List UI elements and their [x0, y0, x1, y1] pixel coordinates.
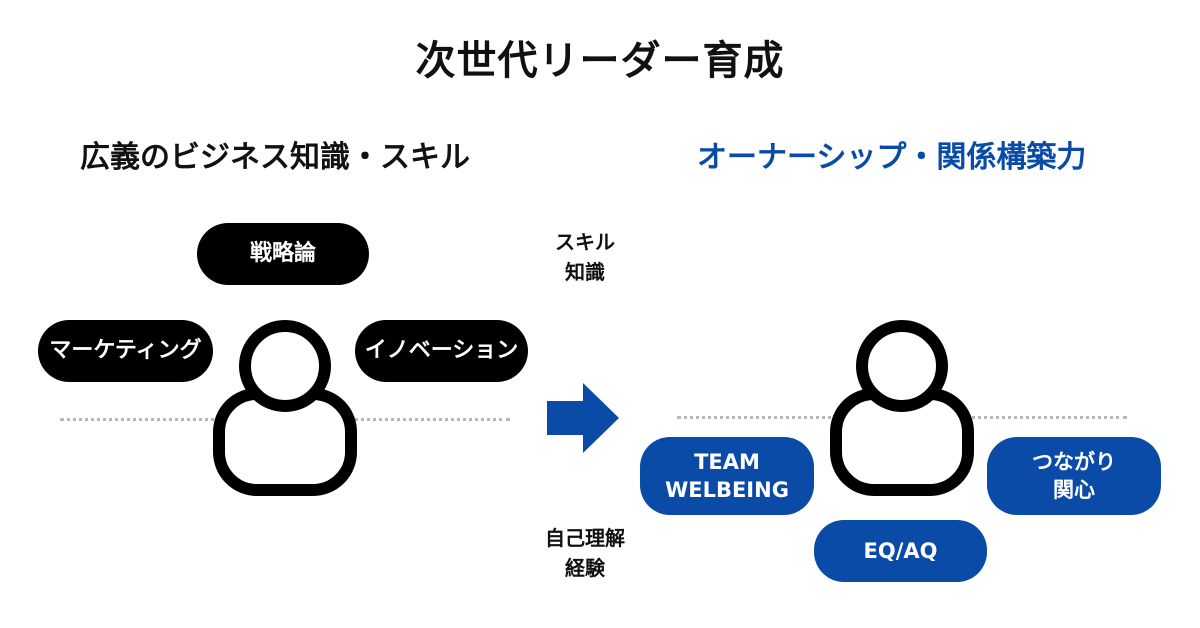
person-icon [830, 320, 974, 496]
pill-strategy-label: 戦略論 [249, 241, 316, 267]
pill-tsunagari: つながり 関心 [987, 437, 1161, 515]
pill-innovation-label: イノベーション [364, 338, 519, 364]
skill-text: スキル [555, 230, 615, 254]
pill-innovation: イノベーション [355, 320, 528, 382]
pill-team-wellbeing: TEAM WELBEING [640, 437, 814, 515]
right-heading: オーナーシップ・関係構築力 [697, 140, 1087, 175]
left-heading: 広義のビジネス知識・スキル [80, 140, 470, 175]
self-understanding-experience-label: 自己理解 経験 [525, 523, 645, 583]
experience-text: 経験 [565, 556, 605, 580]
diagram-title: 次世代リーダー育成 [415, 38, 785, 84]
knowledge-text: 知識 [565, 260, 605, 284]
pill-team-line2: WELBEING [665, 478, 789, 502]
right-arrow-icon [547, 383, 619, 453]
skill-knowledge-label: スキル 知識 [525, 227, 645, 287]
pill-strategy: 戦略論 [197, 223, 369, 285]
pill-marketing-label: マーケティング [49, 338, 202, 364]
pill-tsunagari-line1: つながり [1032, 449, 1116, 474]
self-understanding-text: 自己理解 [545, 526, 625, 550]
pill-eqaq-label: EQ/AQ [863, 538, 938, 563]
pill-team-line1: TEAM [694, 449, 760, 474]
pill-tsunagari-line2: 関心 [1053, 478, 1095, 502]
pill-marketing: マーケティング [38, 320, 213, 382]
person-icon [213, 320, 357, 496]
pill-eqaq: EQ/AQ [814, 520, 987, 582]
